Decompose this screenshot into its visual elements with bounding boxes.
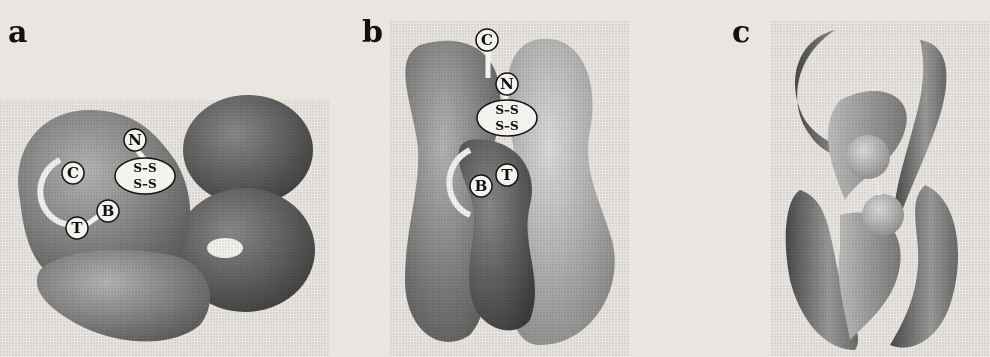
n-terminus-marker: N: [496, 73, 518, 95]
panel-b-letter: b: [362, 15, 383, 50]
ss-top-label: S–S: [133, 161, 156, 175]
c-terminus-marker: C: [476, 29, 498, 51]
b-marker: B: [470, 175, 492, 197]
ss-bottom-label: S–S: [495, 119, 518, 133]
t-marker: T: [496, 164, 518, 186]
panel-a: a S–S S–S N C B: [0, 15, 330, 357]
c-terminus-marker: C: [62, 162, 84, 184]
b-label: B: [475, 177, 488, 195]
disulfide-bridge: S–S S–S: [477, 100, 537, 136]
n-label: N: [500, 75, 514, 93]
ss-top-label: S–S: [495, 103, 518, 117]
c-label: C: [67, 164, 79, 182]
panel-b: b C N S–S S–S B T: [362, 15, 630, 357]
c-label: C: [481, 31, 493, 49]
t-marker: T: [66, 217, 88, 239]
ss-bottom-label: S–S: [133, 177, 156, 191]
disulfide-bridge: S–S S–S: [115, 158, 175, 194]
panel-a-letter: a: [8, 15, 27, 50]
panel-c-letter: c: [732, 15, 750, 50]
stipple: [770, 20, 990, 357]
stipple: [0, 100, 330, 357]
panel-c: c: [732, 15, 990, 357]
b-label: B: [102, 202, 115, 220]
stipple: [390, 20, 630, 357]
b-marker: B: [97, 200, 119, 222]
n-terminus-marker: N: [124, 129, 146, 151]
n-label: N: [128, 131, 142, 149]
t-label: T: [71, 219, 83, 237]
t-label: T: [501, 166, 513, 184]
